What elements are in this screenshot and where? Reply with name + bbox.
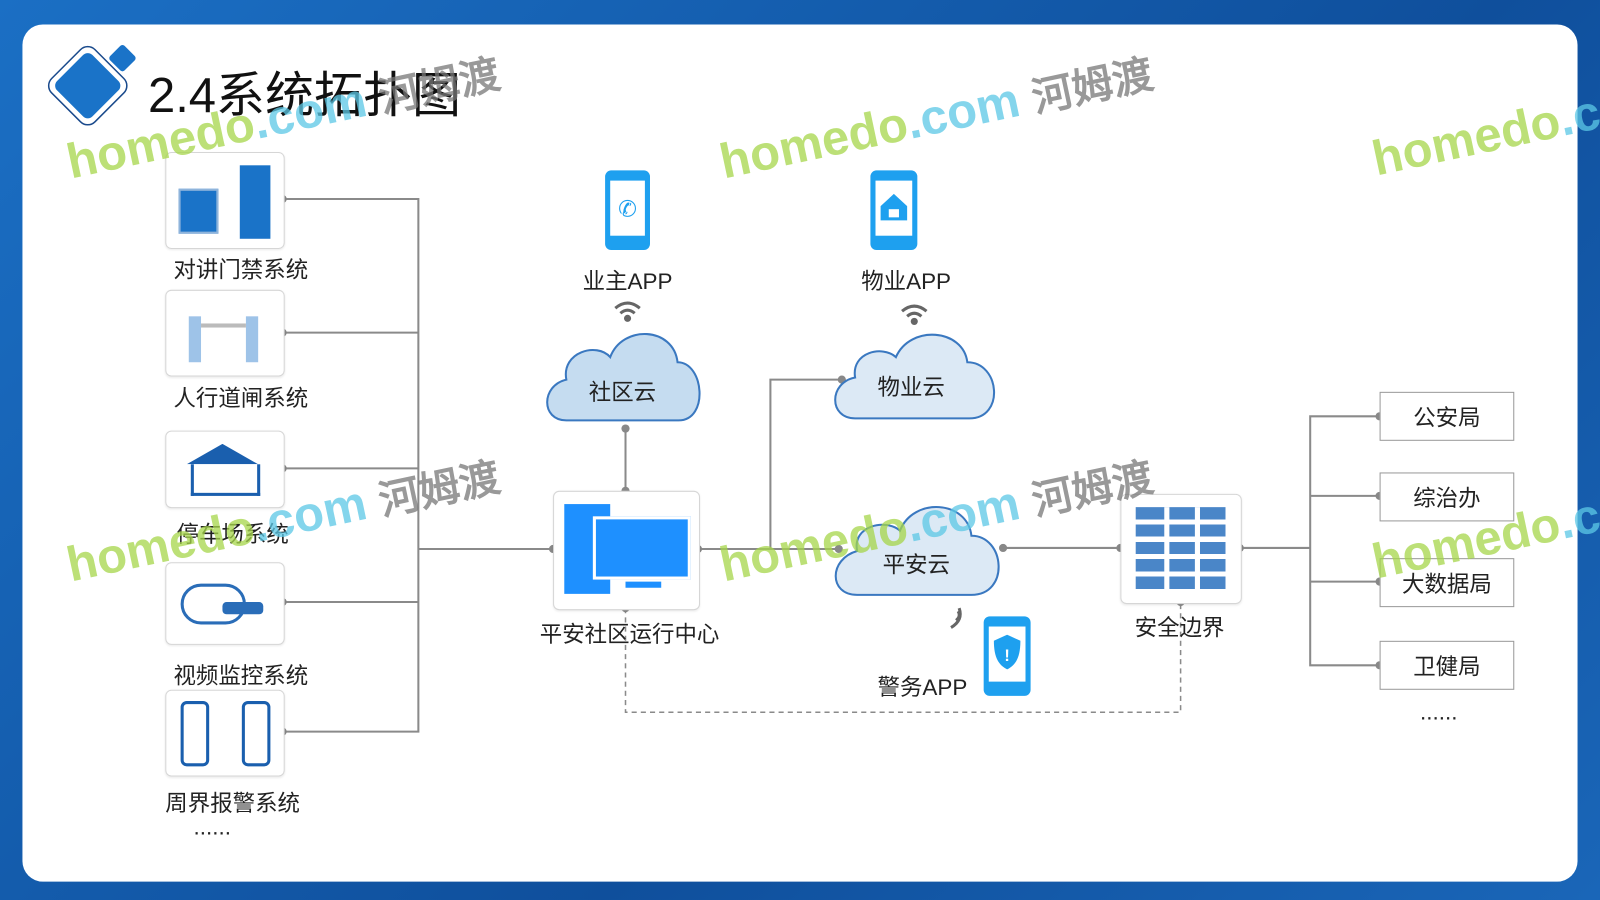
property-cloud-label: 物业云: [877, 374, 945, 400]
community-cloud-label: 社区云: [588, 379, 657, 406]
turnstile-label: 人行道闸系统: [173, 385, 309, 412]
operation-center-label: 平安社区运行中心: [539, 621, 720, 647]
agency-public-security: 公安局: [1379, 391, 1515, 441]
firewall-icon: [1120, 493, 1242, 605]
left-more: ......: [193, 814, 231, 840]
property-phone-icon: [870, 170, 918, 250]
turnstile-icon: [165, 289, 285, 377]
right-more: ......: [1420, 698, 1458, 725]
wifi-icons: [614, 301, 962, 629]
parking-label: 停车场系统: [176, 521, 289, 547]
safety-cloud-label: 平安云: [882, 552, 951, 578]
agency-comprehensive-governance: 综治办: [1379, 472, 1515, 522]
security-boundary-label: 安全边界: [1134, 615, 1225, 641]
agency-health: 卫健局: [1379, 640, 1515, 690]
cctv-label: 视频监控系统: [173, 663, 309, 689]
owner-app-label: 业主APP: [582, 268, 673, 294]
police-app-label: 警务APP: [877, 674, 968, 700]
owner-phone-icon: ✆: [605, 170, 650, 250]
perimeter-alarm-label: 周界报警系统: [165, 790, 301, 817]
page-title: 2.4系统拓扑图: [147, 69, 461, 124]
community-cloud-shape: [546, 333, 701, 422]
agency-big-data: 大数据局: [1379, 558, 1515, 608]
svg-text:!: !: [1004, 647, 1009, 665]
operation-center-computer-icon: [553, 490, 700, 611]
property-app-label: 物业APP: [861, 268, 952, 294]
perimeter-alarm-icon: [165, 689, 285, 777]
parking-icon: [165, 430, 285, 509]
police-phone-icon: !: [983, 616, 1031, 696]
cctv-icon: [165, 562, 285, 645]
intercom-door-label: 对讲门禁系统: [173, 257, 309, 283]
intercom-door-icon: [165, 152, 285, 249]
svg-text:✆: ✆: [618, 196, 637, 221]
logo-diamond-icon: [47, 45, 136, 126]
